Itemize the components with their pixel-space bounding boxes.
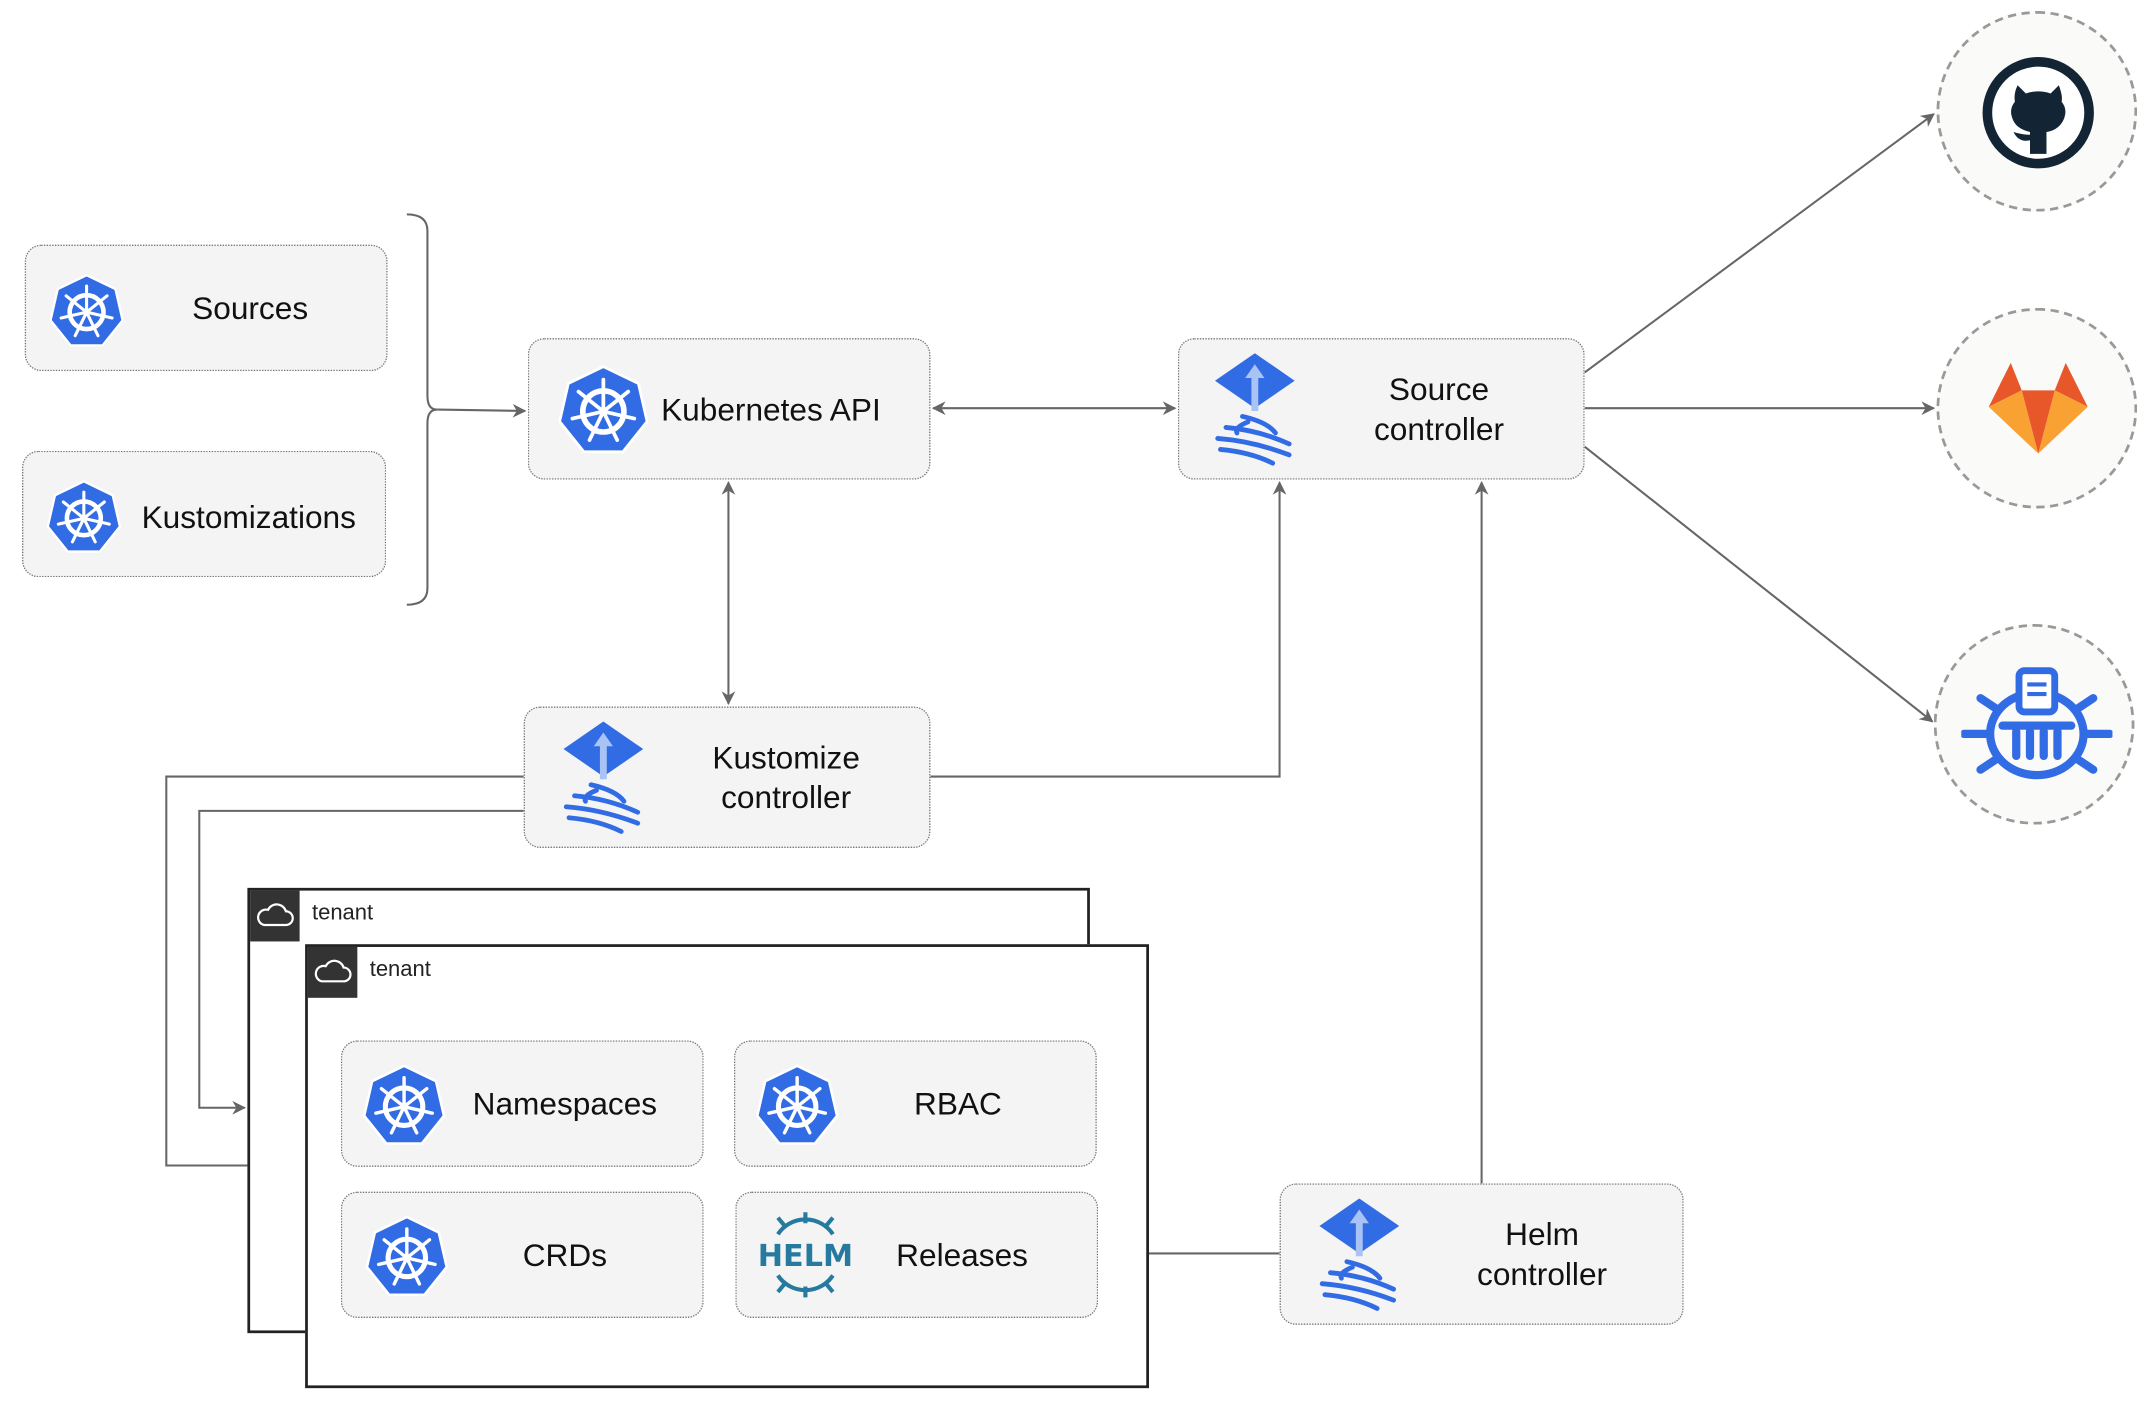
label-line: Kustomize bbox=[712, 739, 860, 776]
helm-logo-text: HELM bbox=[758, 1239, 853, 1274]
node-crds[interactable]: CRDs bbox=[340, 1191, 704, 1319]
node-rbac[interactable]: RBAC bbox=[733, 1040, 1097, 1167]
kubernetes-icon bbox=[365, 1215, 448, 1296]
node-releases[interactable]: HELM Releases bbox=[735, 1191, 1099, 1319]
edge-source-github bbox=[1584, 113, 1935, 374]
node-label: CRDs bbox=[522, 1236, 608, 1273]
label-line: controller bbox=[1373, 410, 1505, 447]
cloud-icon bbox=[307, 946, 358, 998]
node-helm-controller[interactable]: Helm controller bbox=[1279, 1183, 1684, 1325]
github-source[interactable] bbox=[1936, 10, 2138, 212]
node-source-controller[interactable]: Source controller bbox=[1177, 338, 1585, 480]
label-line: Helm bbox=[1505, 1216, 1579, 1253]
label-line: controller bbox=[721, 779, 852, 816]
node-label: Kubernetes API bbox=[661, 391, 881, 428]
kubernetes-icon bbox=[755, 1064, 839, 1145]
node-label: Namespaces bbox=[472, 1085, 658, 1122]
tenant-label: tenant bbox=[369, 957, 431, 982]
edge-kustomize-to-source bbox=[930, 481, 1287, 778]
grouping-brace bbox=[406, 213, 438, 606]
github-icon bbox=[1982, 57, 2094, 169]
node-kustomize-controller[interactable]: Kustomize controller bbox=[523, 706, 931, 849]
edge-kustomize-to-tenant-front bbox=[165, 775, 524, 1173]
node-sources[interactable]: Sources bbox=[24, 244, 388, 372]
edge-kustomize-to-tenant-back bbox=[198, 809, 524, 1115]
gitlab-source[interactable] bbox=[1936, 307, 2138, 509]
kubernetes-icon bbox=[46, 480, 122, 553]
node-label: Source controller bbox=[1317, 370, 1562, 450]
edge-crds-to-api bbox=[437, 403, 527, 418]
kubernetes-icon bbox=[49, 274, 124, 347]
node-label: RBAC bbox=[914, 1085, 1002, 1122]
flux-icon bbox=[1214, 353, 1295, 466]
gitlab-icon bbox=[1988, 362, 2088, 454]
node-namespaces[interactable]: Namespaces bbox=[340, 1040, 704, 1167]
helm-icon: HELM bbox=[758, 1212, 853, 1298]
helm-repository-source[interactable] bbox=[1933, 623, 2135, 825]
node-kustomizations[interactable]: Kustomizations bbox=[21, 450, 387, 578]
label-line: controller bbox=[1477, 1256, 1608, 1292]
helm-repository-icon bbox=[1961, 667, 2113, 780]
flux-icon bbox=[1319, 1198, 1400, 1311]
node-label: Sources bbox=[192, 289, 309, 326]
flux-icon bbox=[563, 721, 644, 834]
cloud-icon bbox=[250, 890, 300, 942]
kubernetes-icon bbox=[558, 365, 649, 454]
kubernetes-icon bbox=[362, 1064, 446, 1145]
tenant-label: tenant bbox=[311, 901, 374, 925]
node-label: Kustomize controller bbox=[662, 738, 909, 818]
node-label: Releases bbox=[896, 1236, 1028, 1273]
edge-source-helmrepo bbox=[1584, 445, 1934, 723]
node-kubernetes-api[interactable]: Kubernetes API bbox=[527, 338, 931, 480]
label-line: Source bbox=[1388, 371, 1490, 407]
node-label: Helm controller bbox=[1418, 1215, 1665, 1295]
node-label: Kustomizations bbox=[141, 498, 356, 535]
